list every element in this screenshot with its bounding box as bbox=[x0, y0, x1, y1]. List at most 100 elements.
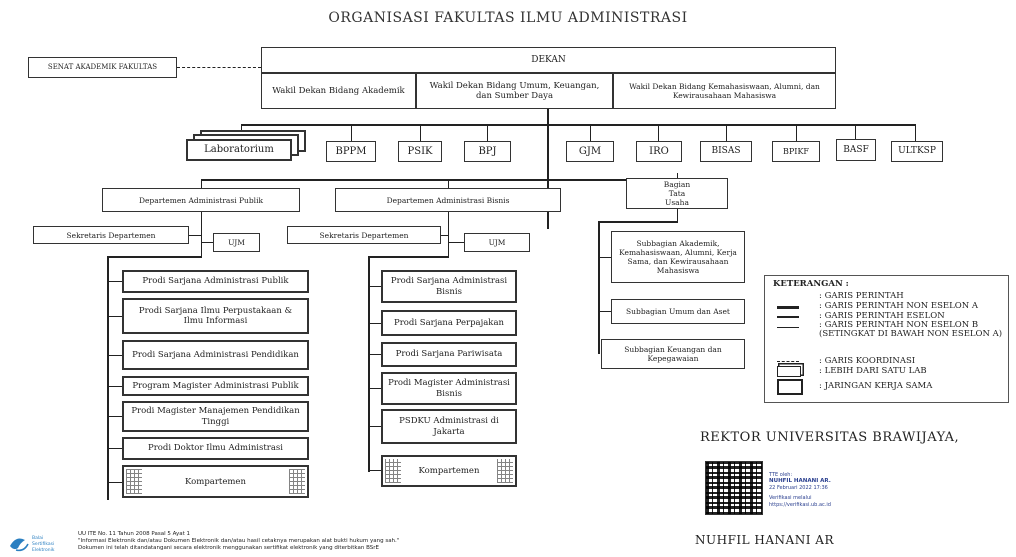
prodi-bisnis-2-label: Prodi Sarjana Perpajakan bbox=[394, 317, 504, 328]
prodi-bisnis-3-box: Prodi Sarjana Pariwisata bbox=[381, 342, 517, 367]
legend: KETERANGAN : : GARIS PERINTAH : GARIS PE… bbox=[764, 275, 1009, 403]
prodi-bisnis-2-box: Prodi Sarjana Perpajakan bbox=[381, 310, 517, 336]
subbag-keuangan-box: Subbagian Keuangan dan Kepegawaian bbox=[601, 339, 745, 369]
legend-row-5: : GARIS KOORDINASI bbox=[765, 356, 1010, 367]
prodi-publik-tick-2 bbox=[107, 316, 122, 317]
prodi-publik-6-box: Prodi Doktor Ilmu Administrasi bbox=[122, 437, 309, 460]
prodi-publik-bus-v bbox=[107, 256, 109, 500]
koordinasi-line bbox=[177, 67, 261, 68]
bisas-label: BISAS bbox=[711, 146, 741, 157]
ujm-publik-label: UJM bbox=[228, 238, 245, 247]
prodi-bisnis-3-label: Prodi Sarjana Pariwisata bbox=[395, 349, 503, 360]
rektor-title: REKTOR UNIVERSITAS BRAWIJAYA, bbox=[700, 430, 960, 445]
sekretaris-publik-label: Sekretaris Departemen bbox=[66, 230, 156, 240]
legend-label-4: : GARIS PERINTAH NON ESELON B (SETINGKAT… bbox=[819, 320, 1003, 340]
tu-stub bbox=[677, 173, 678, 181]
trunk-line bbox=[547, 109, 549, 229]
basf-label: BASF bbox=[843, 144, 869, 155]
subbag-akademik-box: Subbagian Akademik, Kemahasiswaan, Alumn… bbox=[611, 231, 745, 283]
bsre-logo-icon: Balai Sertifikasi Elektronik bbox=[10, 535, 55, 553]
svg-text:Elektronik: Elektronik bbox=[32, 547, 55, 553]
subbag-tick-1 bbox=[598, 257, 611, 258]
prodi-publik-2-label: Prodi Sarjana Ilmu Perpustakaan & Ilmu I… bbox=[138, 305, 293, 326]
legend-label-5: : GARIS KOORDINASI bbox=[819, 356, 916, 366]
dept-bisnis-label: Departemen Administrasi Bisnis bbox=[386, 195, 510, 205]
tata-usaha-bus-h bbox=[598, 221, 678, 223]
bppm-box: BPPM bbox=[326, 141, 376, 162]
prodi-publik-bus-h bbox=[107, 256, 202, 258]
svg-text:Sertifikasi: Sertifikasi bbox=[32, 541, 54, 547]
prodi-publik-tick-4 bbox=[107, 386, 122, 387]
subbag-umum-label: Subbagian Umum dan Aset bbox=[626, 307, 730, 316]
legend-label-6: : LEBIH DARI SATU LAB bbox=[819, 366, 927, 376]
bpikf-label: BPIKF bbox=[783, 146, 809, 156]
legend-row-3: : GARIS PERINTAH ESELON bbox=[765, 311, 1010, 322]
prodi-bisnis-tick-3 bbox=[368, 354, 381, 355]
ujm-publik-box: UJM bbox=[213, 233, 260, 252]
sekretaris-publik-box: Sekretaris Departemen bbox=[33, 226, 189, 244]
prodi-bisnis-1-label: Prodi Sarjana Administrasi Bisnis bbox=[390, 276, 508, 297]
prodi-publik-tick-6 bbox=[107, 448, 122, 449]
prodi-publik-1-box: Prodi Sarjana Administrasi Publik bbox=[122, 270, 309, 293]
sig-line-5: https://verifikasi.ub.ac.id bbox=[769, 501, 831, 508]
unit-stub-ultksp bbox=[915, 124, 916, 141]
prodi-publik-5-label: Prodi Magister Manajemen Pendidikan Ting… bbox=[131, 406, 300, 427]
iro-label: IRO bbox=[649, 145, 669, 157]
sig-line-2: NUHFIL HANANI AR. bbox=[769, 478, 831, 485]
wadek-akademik-label: Wakil Dekan Bidang Akademik bbox=[272, 85, 405, 96]
subbag-keuangan-label: Subbagian Keuangan dan Kepegawaian bbox=[624, 345, 722, 363]
kompartemen-publik-box: Kompartemen bbox=[122, 465, 309, 498]
wadek-kemahasiswaan-box: Wakil Dekan Bidang Kemahasiswaan, Alumni… bbox=[613, 73, 836, 109]
footer-line-3: Dokumen ini telah ditandatangani secara … bbox=[78, 545, 379, 552]
tata-usaha-box: Bagian Tata Usaha bbox=[626, 178, 728, 209]
kompartemen-bisnis-box: Kompartemen bbox=[381, 455, 517, 487]
prodi-publik-3-box: Prodi Sarjana Administrasi Pendidikan bbox=[122, 340, 309, 370]
bpikf-box: BPIKF bbox=[772, 141, 820, 162]
psik-box: PSIK bbox=[398, 141, 442, 162]
qr-code-icon bbox=[705, 461, 763, 515]
tata-usaha-bus-v bbox=[598, 221, 600, 354]
signatory-name: NUHFIL HANANI AR bbox=[695, 533, 834, 547]
footer-text: UU ITE No. 11 Tahun 2008 Pasal 5 Ayat 1 … bbox=[78, 531, 498, 552]
sekretaris-bisnis-label: Sekretaris Departemen bbox=[319, 230, 409, 240]
psik-label: PSIK bbox=[407, 145, 433, 157]
ujm-bisnis-label: UJM bbox=[488, 238, 506, 247]
wadek-umum-label: Wakil Dekan Bidang Umum, Keuangan, dan S… bbox=[429, 80, 600, 101]
ujm-bisnis-link bbox=[448, 242, 464, 243]
prodi-bisnis-tick-2 bbox=[368, 323, 381, 324]
prodi-publik-6-label: Prodi Doktor Ilmu Administrasi bbox=[148, 443, 283, 454]
subbag-umum-box: Subbagian Umum dan Aset bbox=[611, 299, 745, 324]
prodi-publik-tick-3 bbox=[107, 355, 122, 356]
unit-stub-gjm bbox=[590, 124, 591, 141]
prodi-publik-4-box: Program Magister Administrasi Publik bbox=[122, 376, 309, 396]
kompartemen-bisnis-grid-left bbox=[385, 459, 401, 483]
wadek-kemahasiswaan-label: Wakil Dekan Bidang Kemahasiswaan, Alumni… bbox=[629, 82, 820, 100]
footer-line-2: "Informasi Elektronik dan/atau Dokumen E… bbox=[78, 538, 400, 545]
legend-label-7: : JARINGAN KERJA SAMA bbox=[819, 381, 933, 391]
unit-stub-bisas bbox=[726, 124, 727, 141]
prodi-publik-tick-5 bbox=[107, 416, 122, 417]
prodi-publik-1-label: Prodi Sarjana Administrasi Publik bbox=[142, 276, 289, 287]
legend-row-1: : GARIS PERINTAH bbox=[765, 291, 1010, 302]
legend-title: KETERANGAN : bbox=[773, 279, 849, 289]
wadek-akademik-box: Wakil Dekan Bidang Akademik bbox=[261, 73, 416, 109]
dept-bisnis-box: Departemen Administrasi Bisnis bbox=[335, 188, 561, 212]
prodi-bisnis-1-box: Prodi Sarjana Administrasi Bisnis bbox=[381, 270, 517, 303]
kompartemen-bisnis-label: Kompartemen bbox=[418, 466, 480, 476]
legend-label-2: : GARIS PERINTAH NON ESELON A bbox=[819, 301, 979, 311]
tata-usaha-down bbox=[677, 209, 678, 222]
legend-label-3: : GARIS PERINTAH ESELON bbox=[819, 311, 945, 321]
sekretaris-bisnis-box: Sekretaris Departemen bbox=[287, 226, 441, 244]
legend-jaringan-icon bbox=[777, 379, 803, 395]
unit-stub-bpj bbox=[487, 124, 488, 141]
sig-line-3: 22 Februari 2022 17:36 bbox=[769, 485, 828, 492]
bpj-box: BPJ bbox=[464, 141, 511, 162]
kompartemen-bisnis-grid-right bbox=[497, 459, 513, 483]
footer-line-1: UU ITE No. 11 Tahun 2008 Pasal 5 Ayat 1 bbox=[78, 531, 191, 537]
bpj-label: BPJ bbox=[478, 145, 497, 157]
gjm-box: GJM bbox=[566, 141, 614, 162]
sig-line-4: Verifikasi melalui bbox=[769, 495, 812, 502]
kompartemen-publik-grid-left bbox=[126, 469, 142, 494]
prodi-bisnis-tick-1 bbox=[368, 286, 381, 287]
sekretaris-publik-link bbox=[189, 235, 201, 236]
